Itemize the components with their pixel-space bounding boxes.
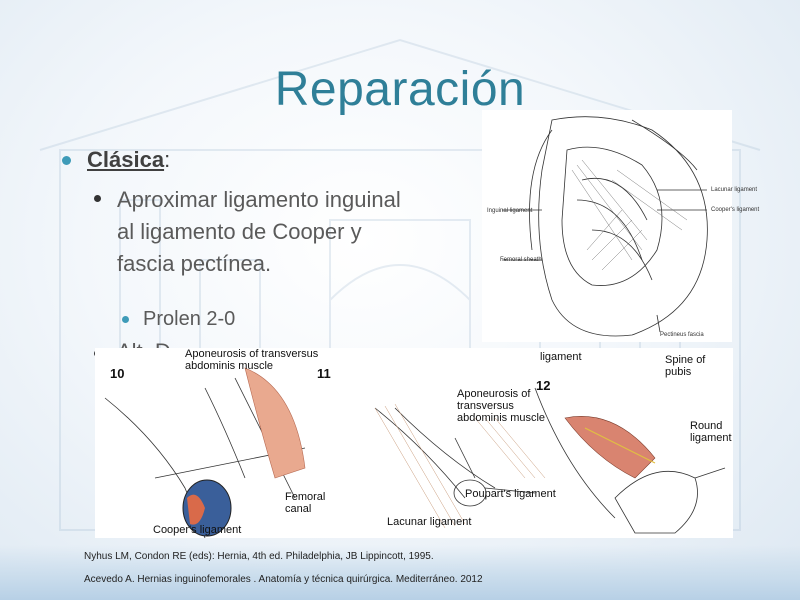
- panel-number: 11: [317, 366, 331, 381]
- anatomy-figure-top: Inguinal ligament Femoral sheath Lacunar…: [482, 110, 759, 342]
- label-inguinal-ligament: Inguinal ligament: [487, 208, 533, 214]
- bullet-level1-label: Clásica: [87, 147, 165, 172]
- panel-number: 12: [536, 378, 551, 393]
- label-coopers-ligament: Cooper's ligament: [711, 207, 760, 213]
- bullet-level1: Clásica:: [87, 147, 170, 173]
- label-spine-of-pubis: Spine of pubis: [665, 354, 706, 378]
- panel-number: 10: [110, 366, 125, 381]
- label-pectineus-fascia: Pectineus fascia: [660, 332, 704, 338]
- label-pouparts-ligament: Poupart's ligament: [465, 488, 556, 500]
- bullet-level2-text: Aproximar ligamento inguinal al ligament…: [117, 187, 401, 276]
- label-lacunar-ligament: Lacunar ligament: [711, 187, 758, 193]
- anatomy-drawing-bottom: [104, 367, 726, 539]
- label-lacunar-ligament: Lacunar ligament: [387, 516, 472, 528]
- label-aponeurosis-transversus: Aponeurosis of transversus abdominis mus…: [185, 348, 319, 372]
- bullet-level3-text: Prolen 2-0: [143, 308, 236, 330]
- label-ligament: ligament: [540, 351, 582, 363]
- label-round-ligament: Round ligament: [690, 420, 732, 444]
- footer-band: [0, 545, 800, 600]
- reference-citation: Acevedo A. Hernias inguinofemorales . An…: [84, 574, 483, 585]
- anatomy-drawing-top: [502, 116, 708, 337]
- bullet-dot: [122, 316, 129, 323]
- bullet-dot: [94, 195, 101, 202]
- anatomy-figure-bottom: 10 11 12 Aponeurosis of transversus abdo…: [95, 348, 733, 539]
- label-aponeurosis-transversus: Aponeurosis of transversus abdominis mus…: [457, 388, 546, 424]
- label-coopers-ligament: Cooper's ligament: [153, 524, 242, 536]
- reference-citation: Nyhus LM, Condon RE (eds): Hernia, 4th e…: [84, 551, 434, 562]
- bullet-level1-suffix: :: [164, 147, 171, 172]
- bullet-dot: [62, 156, 71, 165]
- label-femoral-canal: Femoral canal: [285, 491, 326, 515]
- label-femoral-sheath: Femoral sheath: [500, 257, 542, 263]
- slide-title: Reparación: [274, 63, 526, 116]
